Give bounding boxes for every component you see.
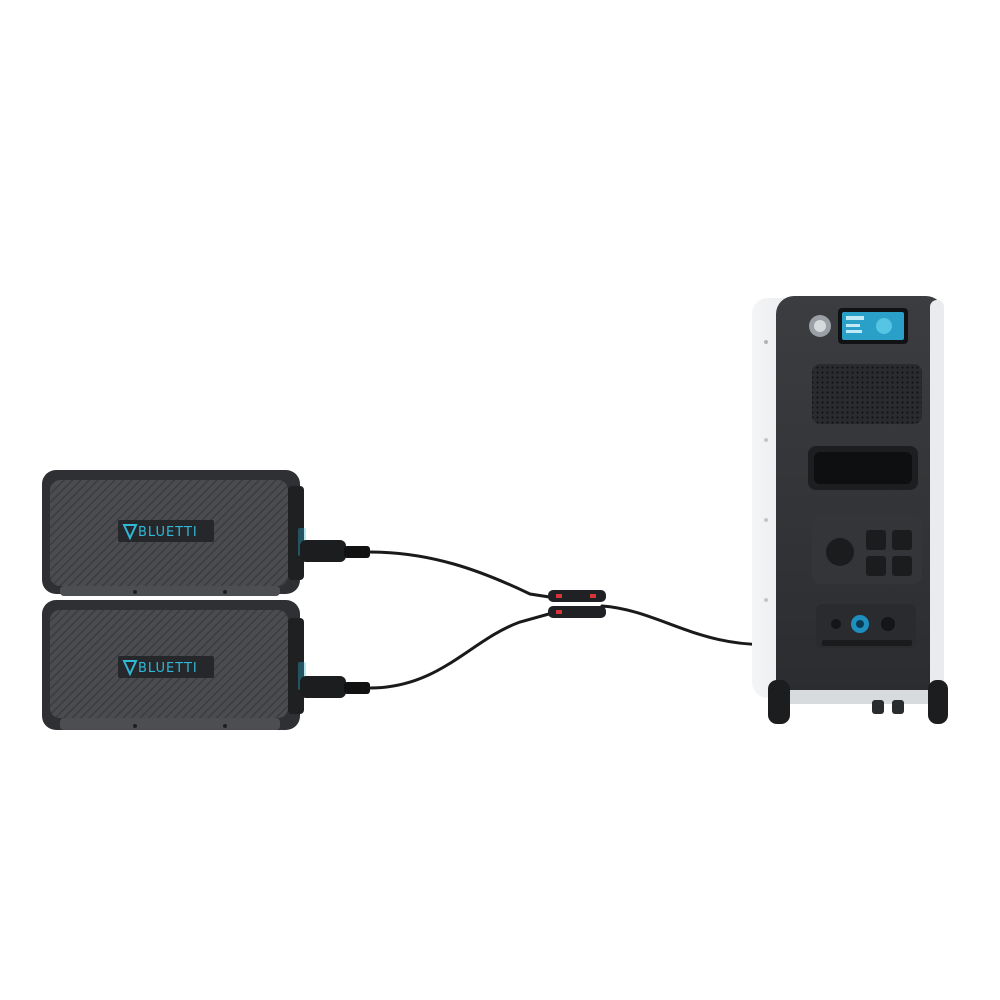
- display-screen: [838, 308, 908, 344]
- cable-bottom: [368, 610, 558, 690]
- wheel: [928, 680, 948, 724]
- ac-outlet-icon: [892, 530, 912, 550]
- cable-top: [368, 550, 558, 600]
- ac-outlet-icon: [866, 530, 886, 550]
- bluetti-wordmark: BLUETTI: [138, 661, 198, 676]
- battery-pack-bottom: BLUETTI: [42, 600, 370, 730]
- vent-grille: [812, 364, 922, 424]
- battery-port-top: [298, 528, 370, 562]
- input-port-panel: [816, 604, 916, 648]
- battery-port-bottom: [298, 662, 370, 698]
- bluetti-wordmark: BLUETTI: [138, 525, 198, 540]
- wheel: [768, 680, 790, 724]
- rv-outlet-icon: [826, 538, 854, 566]
- ac-outlet-panel: [812, 514, 922, 584]
- y-splitter-connector: [548, 590, 606, 618]
- battery-pack-top: BLUETTI: [42, 470, 370, 596]
- ac-outlet-icon: [866, 556, 886, 576]
- ac-outlet-icon: [892, 556, 912, 576]
- power-station: [752, 296, 948, 724]
- bluetti-logo: BLUETTI: [118, 656, 214, 678]
- bluetti-logo: BLUETTI: [118, 520, 214, 542]
